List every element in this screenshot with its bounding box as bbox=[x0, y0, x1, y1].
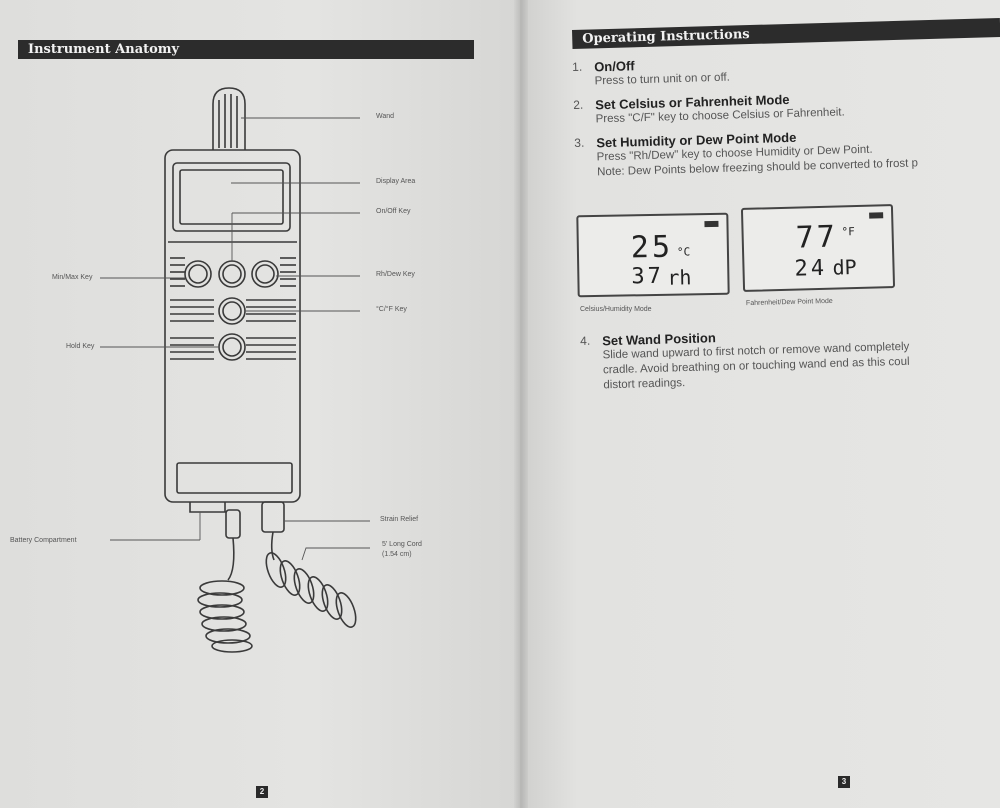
battery-indicator-icon bbox=[704, 220, 719, 228]
display-area-drawing bbox=[172, 162, 291, 232]
step-number: 1. bbox=[572, 59, 583, 74]
step-2: 2. Set Celsius or Fahrenheit Mode Press … bbox=[573, 86, 1000, 128]
label-long-cord: 5' Long Cord bbox=[382, 541, 422, 548]
label-min-max-key: Min/Max Key bbox=[52, 274, 93, 281]
label-wand: Wand bbox=[376, 113, 395, 120]
lcd-temp-unit: °F bbox=[841, 225, 856, 239]
lcd-second-unit: dP bbox=[832, 255, 857, 280]
lcd-temp-value: 25 bbox=[630, 229, 674, 266]
wand-drawing bbox=[212, 87, 246, 150]
instrument-diagram bbox=[100, 87, 370, 653]
lcd-temp-unit: °C bbox=[676, 245, 691, 259]
min-max-key-drawing bbox=[184, 260, 212, 288]
step-number: 2. bbox=[573, 97, 584, 112]
label-hold-key: Hold Key bbox=[66, 343, 95, 350]
step-4: 4. Set Wand Position Slide wand upward t… bbox=[580, 322, 1000, 394]
page-number-left: 2 bbox=[256, 786, 268, 798]
label-strain-relief: Strain Relief bbox=[380, 516, 419, 523]
label-on-off-key: On/Off Key bbox=[376, 208, 411, 215]
section-title-anatomy: Instrument Anatomy bbox=[18, 40, 474, 59]
instruction-step-4-block: 4. Set Wand Position Slide wand upward t… bbox=[580, 322, 1000, 402]
step-number: 3. bbox=[574, 135, 585, 150]
caption-celsius-humidity: Celsius/Humidity Mode bbox=[580, 306, 652, 313]
lcd-display-fahrenheit-dewpoint: 77 °F 24 dP bbox=[740, 204, 896, 292]
rh-dew-key-drawing bbox=[251, 260, 279, 288]
lcd-temp-value: 77 bbox=[795, 219, 839, 256]
label-display-area: Display Area bbox=[376, 178, 416, 185]
page-number-right: 3 bbox=[838, 776, 850, 788]
label-long-cord-length: (1.54 cm) bbox=[382, 551, 412, 558]
instruction-steps: 1. On/Off Press to turn unit on or off. … bbox=[572, 48, 1000, 189]
lcd-second-unit: rh bbox=[667, 265, 692, 290]
lcd-second-value: 24 bbox=[794, 255, 828, 282]
label-battery-compartment: Battery Compartment bbox=[10, 537, 77, 544]
right-page bbox=[520, 0, 1000, 808]
label-cf-key: °C/°F Key bbox=[376, 306, 407, 313]
strain-relief-drawing bbox=[261, 501, 285, 533]
battery-indicator-icon bbox=[869, 212, 884, 219]
label-rh-dew-key: Rh/Dew Key bbox=[376, 271, 415, 278]
step-3: 3. Set Humidity or Dew Point Mode Press … bbox=[574, 124, 1000, 181]
lcd-display-celsius-humidity: 25 °C 37 rh bbox=[576, 212, 730, 298]
instrument-body-drawing bbox=[164, 149, 301, 503]
step-number: 4. bbox=[580, 333, 591, 348]
lcd-second-value: 37 bbox=[631, 263, 665, 290]
left-page bbox=[0, 0, 520, 808]
book-spine bbox=[514, 0, 528, 808]
coiled-cord-drawing bbox=[197, 531, 357, 653]
